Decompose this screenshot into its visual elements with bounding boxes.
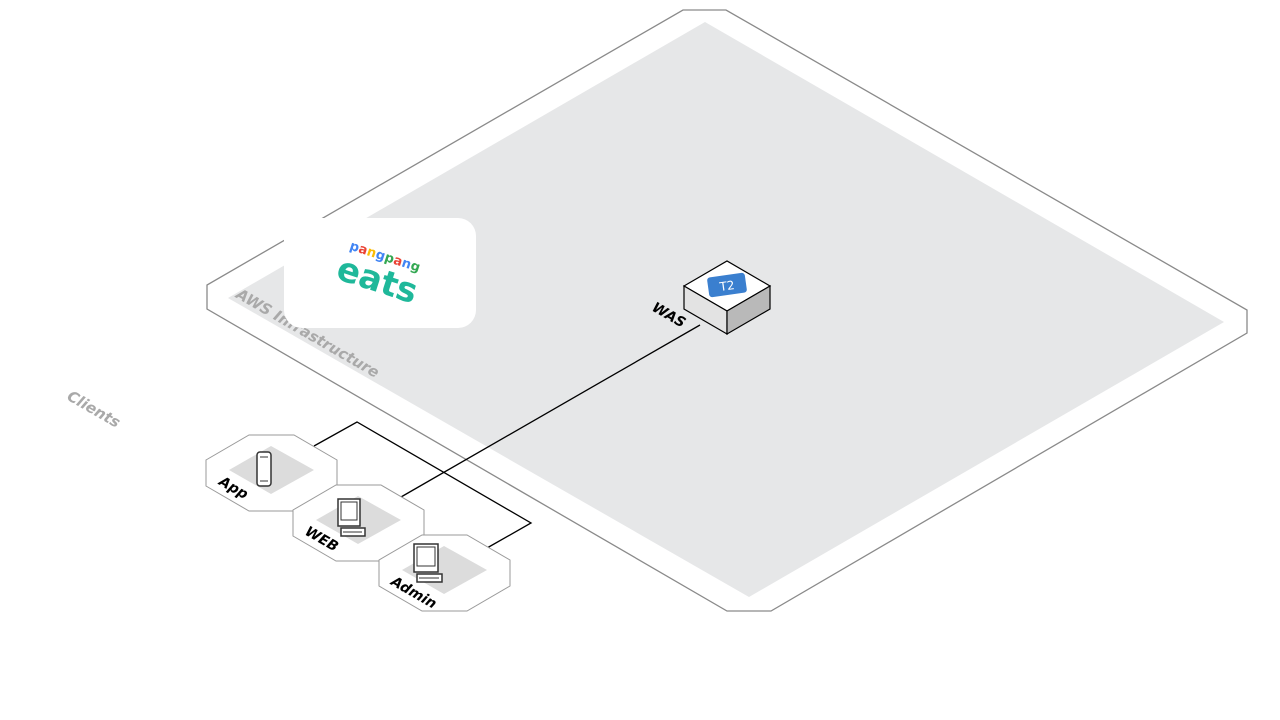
t2-badge-text: T2: [718, 278, 736, 294]
mobile-phone-icon: [256, 451, 272, 487]
logo-top-letter: g: [408, 259, 421, 276]
was-right-face: [726, 284, 771, 336]
clients-label: Clients: [64, 387, 124, 432]
client-admin[interactable]: Admin: [378, 534, 511, 612]
logo-top-text: pangpang: [348, 239, 422, 276]
connector-app-admin: [313, 421, 533, 549]
client-web[interactable]: WEB: [292, 484, 425, 562]
logo-top-letter: n: [400, 256, 413, 273]
desktop-computer-icon: [337, 498, 366, 537]
logo-top-letter: p: [382, 250, 395, 267]
logo-top-letter: n: [365, 244, 378, 261]
logo-top-letter: p: [348, 239, 361, 256]
logo-top-letter: g: [374, 247, 387, 264]
t2-instance-icon: T2: [707, 272, 747, 298]
pangpang-eats-logo: pangpang eats: [284, 218, 476, 328]
connectors: [313, 324, 701, 549]
client-app[interactable]: App: [205, 434, 338, 512]
connector-web-was: [400, 324, 701, 498]
desktop-computer-icon: [413, 543, 443, 583]
logo-card: [284, 218, 476, 328]
